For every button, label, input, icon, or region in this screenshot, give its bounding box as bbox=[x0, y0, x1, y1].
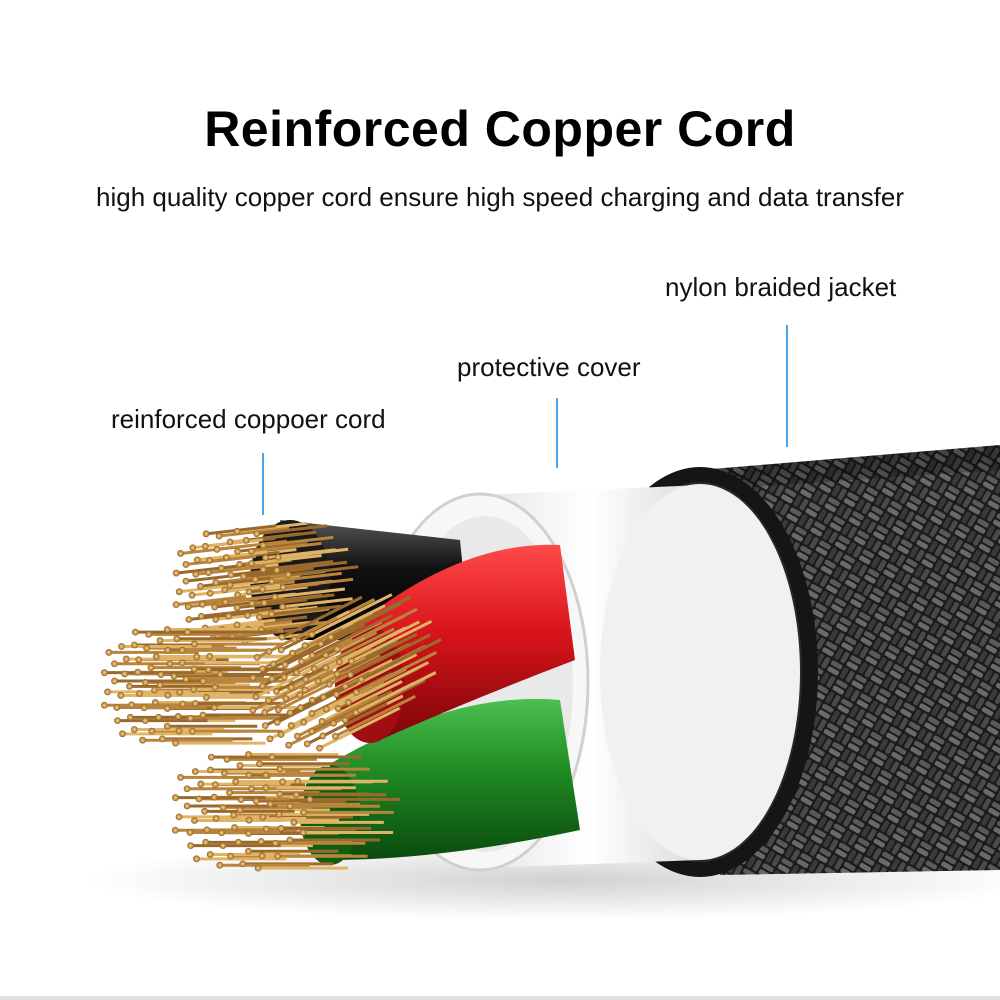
label-protective-cover: protective cover bbox=[457, 352, 641, 382]
leader-line-jacket bbox=[786, 325, 788, 447]
leader-line-cord bbox=[262, 453, 264, 515]
copper-bundle bbox=[171, 751, 400, 872]
label-reinforced-copper-cord: reinforced coppoer cord bbox=[111, 404, 386, 434]
page-title: Reinforced Copper Cord bbox=[204, 101, 796, 157]
copper-strands bbox=[100, 521, 442, 872]
page-subtitle: high quality copper cord ensure high spe… bbox=[96, 182, 904, 212]
leader-line-cover bbox=[556, 398, 558, 468]
label-nylon-braided-jacket: nylon braided jacket bbox=[665, 272, 897, 302]
copper-bundle bbox=[249, 593, 442, 752]
